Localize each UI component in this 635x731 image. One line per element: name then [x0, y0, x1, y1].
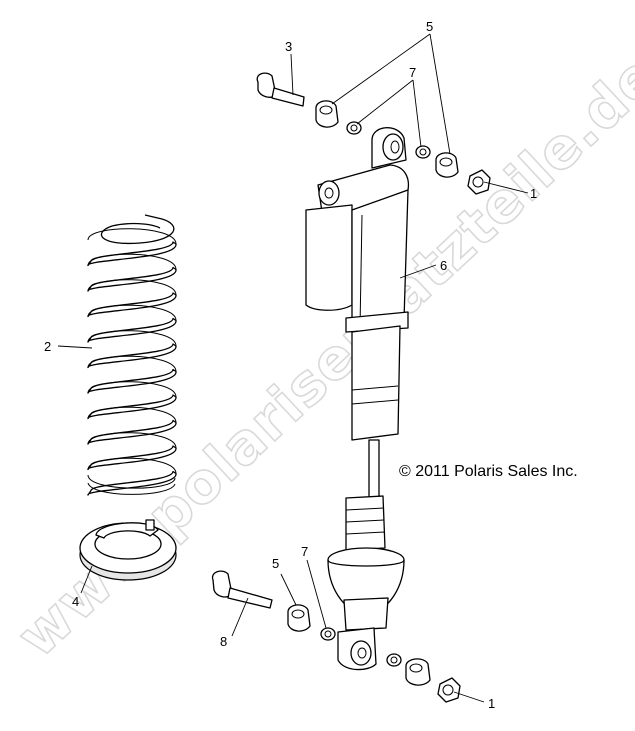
callout-3: 3 — [285, 39, 292, 54]
callout-1-bottom: 1 — [488, 696, 495, 711]
coil-spring — [87, 214, 177, 496]
callouts: 3 5 7 1 6 2 4 5 7 8 1 — [44, 19, 537, 711]
lower-bushing-left — [287, 604, 311, 632]
lower-nut — [437, 677, 461, 703]
callout-7-top: 7 — [409, 65, 416, 80]
upper-nut — [467, 169, 491, 195]
lower-washer-left — [320, 627, 336, 641]
upper-bushing-left — [315, 100, 339, 128]
upper-washer-right — [415, 145, 431, 159]
lower-bolt — [211, 570, 273, 609]
spring-retainer — [79, 519, 177, 581]
callout-7-bottom: 7 — [301, 544, 308, 559]
upper-washer-left — [346, 121, 362, 135]
callout-4: 4 — [72, 594, 79, 609]
lower-washer-right — [386, 653, 402, 667]
callout-1-top: 1 — [530, 186, 537, 201]
watermark: www.polarisersatzteile.de — [4, 42, 635, 671]
callout-5-bottom: 5 — [272, 556, 279, 571]
callout-8: 8 — [220, 634, 227, 649]
callout-2: 2 — [44, 339, 51, 354]
shock-absorber — [305, 127, 410, 671]
copyright-notice: © 2011 Polaris Sales Inc. — [399, 463, 578, 480]
leader-lines — [57, 33, 529, 703]
lower-bushing-right — [405, 658, 431, 686]
callout-6: 6 — [440, 258, 447, 273]
upper-bolt — [256, 72, 305, 107]
callout-5-top: 5 — [426, 19, 433, 34]
watermark-text: www.polarisersatzteile.de — [5, 43, 635, 670]
upper-bushing-right — [435, 152, 459, 178]
